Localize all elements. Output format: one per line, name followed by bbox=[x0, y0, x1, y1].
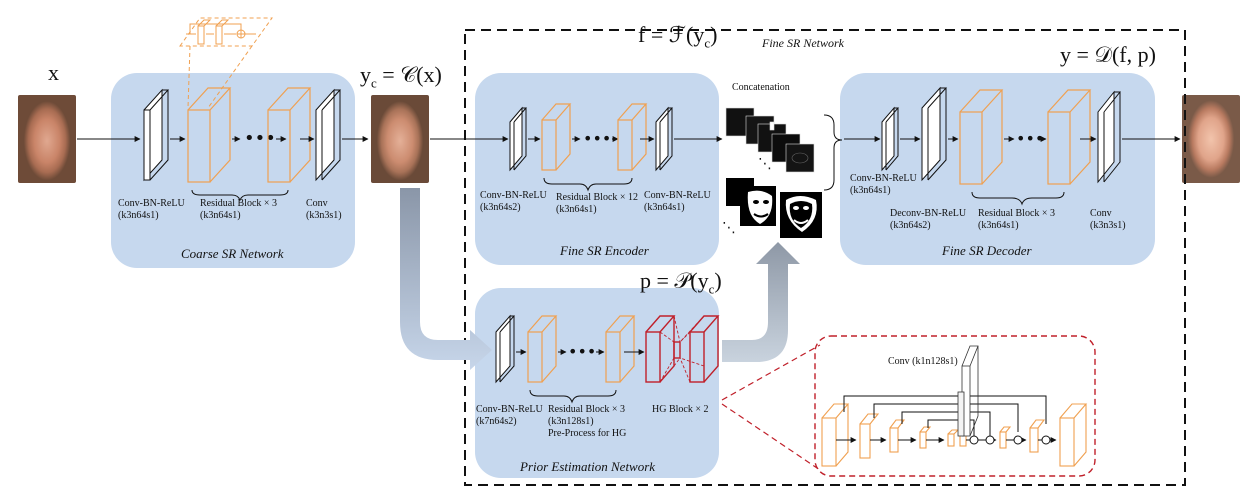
hg-block-label: HG Block × 2 bbox=[652, 404, 709, 415]
label-line: (k3n64s1) bbox=[556, 204, 597, 215]
hg-block bbox=[645, 315, 720, 383]
label-line: Conv-BN-ReLU bbox=[476, 404, 543, 415]
coarse-output-face-image bbox=[371, 95, 429, 183]
prior-residual-block-2 bbox=[605, 315, 636, 383]
prior-conv-bn-relu-label: Conv-BN-ReLU (k7n64s2) bbox=[476, 404, 543, 428]
label-line: (k7n64s2) bbox=[476, 416, 517, 427]
yc-equation: yc = 𝒞(x) bbox=[360, 62, 442, 91]
label-line: Residual Block × 3 bbox=[200, 198, 278, 209]
label-line: (k3n64s1) bbox=[200, 210, 241, 221]
fine-sr-decoder-title: Fine SR Decoder bbox=[942, 243, 1032, 258]
prior-maps-stack bbox=[726, 178, 822, 238]
prior-residual-block-1 bbox=[527, 315, 558, 383]
input-lr-face-image bbox=[18, 95, 76, 183]
encoder-residual-label: Residual Block × 12 (k3n64s1) bbox=[556, 192, 638, 216]
fine-sr-encoder-panel bbox=[475, 73, 719, 265]
decoder-residual-block-1 bbox=[959, 89, 1004, 185]
x-symbol: x bbox=[48, 60, 59, 85]
fine-sr-encoder-title: Fine SR Encoder bbox=[560, 243, 649, 258]
label-line: Conv-BN-ReLU bbox=[644, 190, 711, 201]
p-subscript: c bbox=[708, 281, 715, 297]
svg-text:•••: ••• bbox=[583, 129, 611, 148]
decoder-conv-label: Conv (k3n3s1) bbox=[1090, 208, 1126, 232]
svg-text:⋱: ⋱ bbox=[722, 220, 736, 236]
label-line: (k3n3s1) bbox=[306, 210, 342, 221]
coarse-residual-block-2 bbox=[267, 87, 312, 183]
label-line: (k3n3s1) bbox=[1090, 220, 1126, 231]
encoder-conv-bn-relu-block-2 bbox=[655, 106, 674, 172]
label-line: Conv-BN-ReLU bbox=[118, 198, 185, 209]
decoder-conv-block bbox=[1097, 90, 1122, 184]
prior-to-maps-arrow bbox=[722, 242, 800, 362]
p-lhs: p = 𝒫(y bbox=[640, 268, 709, 293]
label-line: (k3n64s1) bbox=[118, 210, 159, 221]
label-line: (k3n64s1) bbox=[850, 185, 891, 196]
label-line: Conv bbox=[306, 198, 328, 209]
label-line: Residual Block × 3 bbox=[548, 404, 626, 415]
yc-symbol: y bbox=[360, 62, 371, 87]
y-equation: y = 𝒟(f, p) bbox=[1060, 42, 1156, 67]
prior-conv-bn-relu-block bbox=[495, 314, 516, 384]
yc-subscript: c bbox=[371, 75, 377, 91]
f-equation: f = ℱ(yc) bbox=[638, 22, 717, 51]
prior-estimation-panel bbox=[475, 288, 719, 478]
label-line: (k3n64s2) bbox=[890, 220, 931, 231]
decoder-deconv-block bbox=[921, 86, 948, 182]
label-line: Conv bbox=[1090, 208, 1112, 219]
feature-maps-stack bbox=[725, 107, 815, 173]
coarse-conv-bn-relu-label: Conv-BN-ReLU (k3n64s1) bbox=[118, 198, 185, 222]
final-hr-face-image bbox=[1182, 95, 1240, 183]
label-line: (k3n64s1) bbox=[644, 202, 685, 213]
yc-rhs: = 𝒞(x) bbox=[376, 62, 442, 87]
label-line: Residual Block × 3 bbox=[978, 208, 1056, 219]
decoder-conv-bn-relu-label: Conv-BN-ReLU (k3n64s1) bbox=[850, 173, 917, 197]
f-tail: ) bbox=[710, 22, 718, 47]
encoder-conv-bn-relu-label-1: Conv-BN-ReLU (k3n64s2) bbox=[480, 190, 547, 214]
residual-block-inset bbox=[179, 17, 273, 109]
p-tail: ) bbox=[714, 268, 722, 293]
svg-text:•••: ••• bbox=[1016, 129, 1044, 148]
label-line: Conv-BN-ReLU bbox=[850, 173, 917, 184]
label-line: (k3n64s2) bbox=[480, 202, 521, 213]
conv-k1n128s1-block bbox=[957, 345, 979, 437]
coarse-sr-network-title: Coarse SR Network bbox=[181, 246, 284, 261]
label-line: (k3n64s1) bbox=[978, 220, 1019, 231]
encoder-residual-block-1 bbox=[541, 103, 572, 171]
concatenation-label: Concatenation bbox=[732, 82, 790, 93]
fine-sr-network-title: Fine SR Network bbox=[762, 36, 844, 50]
decoder-residual-label: Residual Block × 3 (k3n64s1) bbox=[978, 208, 1055, 232]
label-line: Conv-BN-ReLU bbox=[480, 190, 547, 201]
p-equation: p = 𝒫(yc) bbox=[640, 268, 722, 297]
coarse-conv-bn-relu-block bbox=[143, 88, 170, 182]
hg-detail-leader bbox=[721, 344, 821, 401]
decoder-residual-block-2 bbox=[1047, 89, 1092, 185]
yc-to-prior-arrow bbox=[400, 188, 492, 370]
coarse-conv-block bbox=[315, 88, 342, 182]
hourglass-detail-box bbox=[814, 335, 1096, 477]
coarse-conv-label: Conv (k3n3s1) bbox=[306, 198, 342, 222]
svg-text:⋱: ⋱ bbox=[758, 156, 772, 172]
hourglass-detail-blocks bbox=[821, 403, 1088, 467]
f-subscript: c bbox=[704, 35, 711, 51]
prior-estimation-title: Prior Estimation Network bbox=[520, 459, 656, 474]
coarse-residual-label: Residual Block × 3 (k3n64s1) bbox=[200, 198, 277, 222]
encoder-conv-bn-relu-label-2: Conv-BN-ReLU (k3n64s1) bbox=[644, 190, 711, 214]
coarse-residual-dots: ••• bbox=[244, 128, 276, 149]
prior-residual-label: Residual Block × 3 (k3n128s1) Pre-Proces… bbox=[548, 404, 626, 440]
encoder-conv-bn-relu-block-1 bbox=[509, 106, 528, 172]
label-line: Deconv-BN-ReLU bbox=[890, 208, 967, 219]
label-line: Pre-Process for HG bbox=[548, 428, 627, 439]
encoder-residual-block-2 bbox=[617, 103, 648, 171]
svg-text:•••: ••• bbox=[568, 342, 596, 361]
f-lhs: f = ℱ(y bbox=[638, 22, 705, 47]
fine-sr-network-dashed-box bbox=[464, 29, 1186, 486]
decoder-conv-bn-relu-block bbox=[881, 106, 900, 172]
coarse-residual-block-1 bbox=[187, 87, 232, 183]
label-line: (k3n128s1) bbox=[548, 416, 594, 427]
label-line: Residual Block × 12 bbox=[556, 192, 639, 203]
decoder-deconv-label: Deconv-BN-ReLU (k3n64s2) bbox=[890, 208, 966, 232]
hourglass-conv-label: Conv (k1n128s1) bbox=[888, 356, 958, 367]
